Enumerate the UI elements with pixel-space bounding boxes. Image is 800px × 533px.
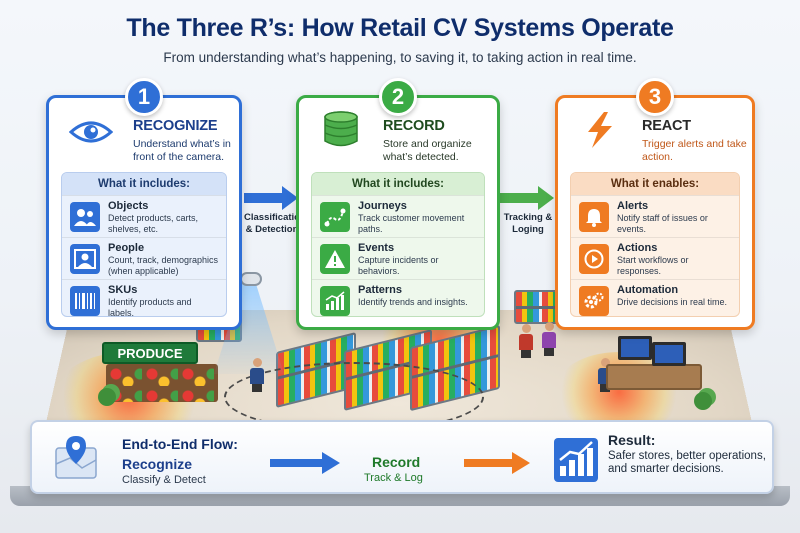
database-icon <box>324 111 358 147</box>
arrow-right-icon <box>244 186 298 210</box>
item-desc: Detect products, carts, shelves, etc. <box>108 213 199 234</box>
step-number: 3 <box>636 78 674 116</box>
item-name: Alerts <box>617 200 649 212</box>
arrow-right-icon <box>270 452 340 474</box>
card-description: Store and organize what’s detected. <box>383 138 472 163</box>
flow-banner: End-to-End Flow: Recognize Classify & De… <box>30 420 774 494</box>
card-title: RECOGNIZE <box>133 118 218 134</box>
barcode-icon <box>70 286 100 316</box>
card-description: Understand what’s in front of the camera… <box>133 138 231 163</box>
flow-step-record-sub: Track & Log <box>364 472 423 484</box>
panel-title: What it enables: <box>571 173 739 195</box>
monitor-icon <box>652 342 686 366</box>
growth-chart-icon <box>554 438 598 482</box>
gears-icon <box>579 286 609 316</box>
shopper-figure <box>519 324 533 358</box>
result-title: Result: <box>608 432 656 448</box>
item-name: People <box>108 242 145 254</box>
result-text: Safer stores, better operations, and sma… <box>608 450 766 475</box>
arrow-right-icon <box>464 452 530 474</box>
step-number: 2 <box>379 78 417 116</box>
users-icon <box>70 202 100 232</box>
panel-title: What it includes: <box>312 173 484 195</box>
flow-title: End-to-End Flow: <box>122 436 238 452</box>
card-description: Trigger alerts and take action. <box>642 138 747 163</box>
card-title: REACT <box>642 118 691 134</box>
item-desc: Count, track, demographics (when applica… <box>108 255 219 276</box>
eye-icon <box>69 121 113 143</box>
react-card: 3 REACT Trigger alerts and take action. … <box>555 78 755 330</box>
camera-icon <box>240 272 262 286</box>
page-subtitle: From understanding what’s happening, to … <box>163 50 637 65</box>
arrow-right-icon <box>500 186 554 210</box>
recognize-card: 1 RECOGNIZE Understand what’s in front o… <box>46 78 242 330</box>
produce-sign: PRODUCE <box>102 342 198 364</box>
monitor-icon <box>618 336 652 360</box>
item-desc: Identify trends and insights. <box>358 297 468 307</box>
flow-step-record: Record <box>372 454 421 470</box>
item-name: Journeys <box>358 200 407 212</box>
step-number: 1 <box>125 78 163 116</box>
record-card: 2 RECORD Store and organize what’s detec… <box>296 78 500 330</box>
item-desc: Drive decisions in real time. <box>617 297 728 307</box>
path-icon <box>320 202 350 232</box>
item-desc: Identify products and labels. <box>108 297 192 317</box>
arrow-label: Tracking & Loging <box>503 212 553 235</box>
shopper-figure <box>250 358 264 392</box>
item-name: Objects <box>108 200 149 212</box>
item-name: Actions <box>617 242 658 254</box>
item-name: Events <box>358 242 395 254</box>
flow-step-recognize: Recognize <box>122 456 193 472</box>
item-desc: Capture incidents or behaviors. <box>358 255 439 276</box>
item-name: Automation <box>617 284 679 296</box>
item-name: SKUs <box>108 284 138 296</box>
panel-title: What it includes: <box>62 173 226 195</box>
flow-step-recognize-sub: Classify & Detect <box>122 474 206 486</box>
trend-icon <box>320 286 350 316</box>
item-desc: Notify staff of issues or events. <box>617 213 708 234</box>
shopper-figure <box>542 322 556 356</box>
item-name: Patterns <box>358 284 403 296</box>
plant-icon <box>694 392 712 410</box>
warning-icon <box>320 244 350 274</box>
person-scan-icon <box>70 244 100 274</box>
card-title: RECORD <box>383 118 445 134</box>
item-desc: Track customer movement paths. <box>358 213 465 234</box>
play-icon <box>579 244 609 274</box>
service-desk <box>606 364 702 390</box>
plant-icon <box>98 388 116 406</box>
arrow-label: Classification & Detection <box>244 212 306 235</box>
page-title: The Three R’s: How Retail CV Systems Ope… <box>126 14 674 42</box>
lightning-icon <box>588 112 612 148</box>
bell-icon <box>579 202 609 232</box>
produce-bin <box>106 364 218 402</box>
map-pin-icon <box>55 436 97 479</box>
item-desc: Start workflows or responses. <box>617 255 689 276</box>
